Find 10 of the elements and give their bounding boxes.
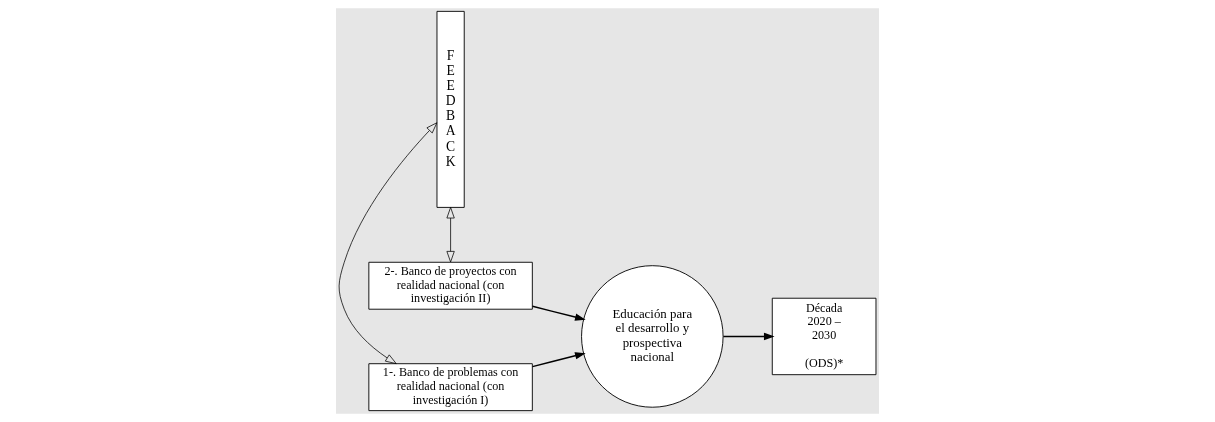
arrow [531,352,586,368]
node-box: Década 2020 – 2030 (ODS)* [771,297,877,376]
node-circle: Educación para el desarrollo y prospectiva nacional [581,265,724,408]
node-box: FEEDBACK [436,10,465,208]
arrow [446,207,455,263]
node-box: 1-. Banco de problemas con realidad nacional (con investigación I) [368,363,533,412]
arrow [531,305,586,321]
node-box: 2-. Banco de proyectos con realidad nacional (con investigación II) [368,261,533,310]
arrow [722,332,775,341]
arrow [338,122,438,364]
